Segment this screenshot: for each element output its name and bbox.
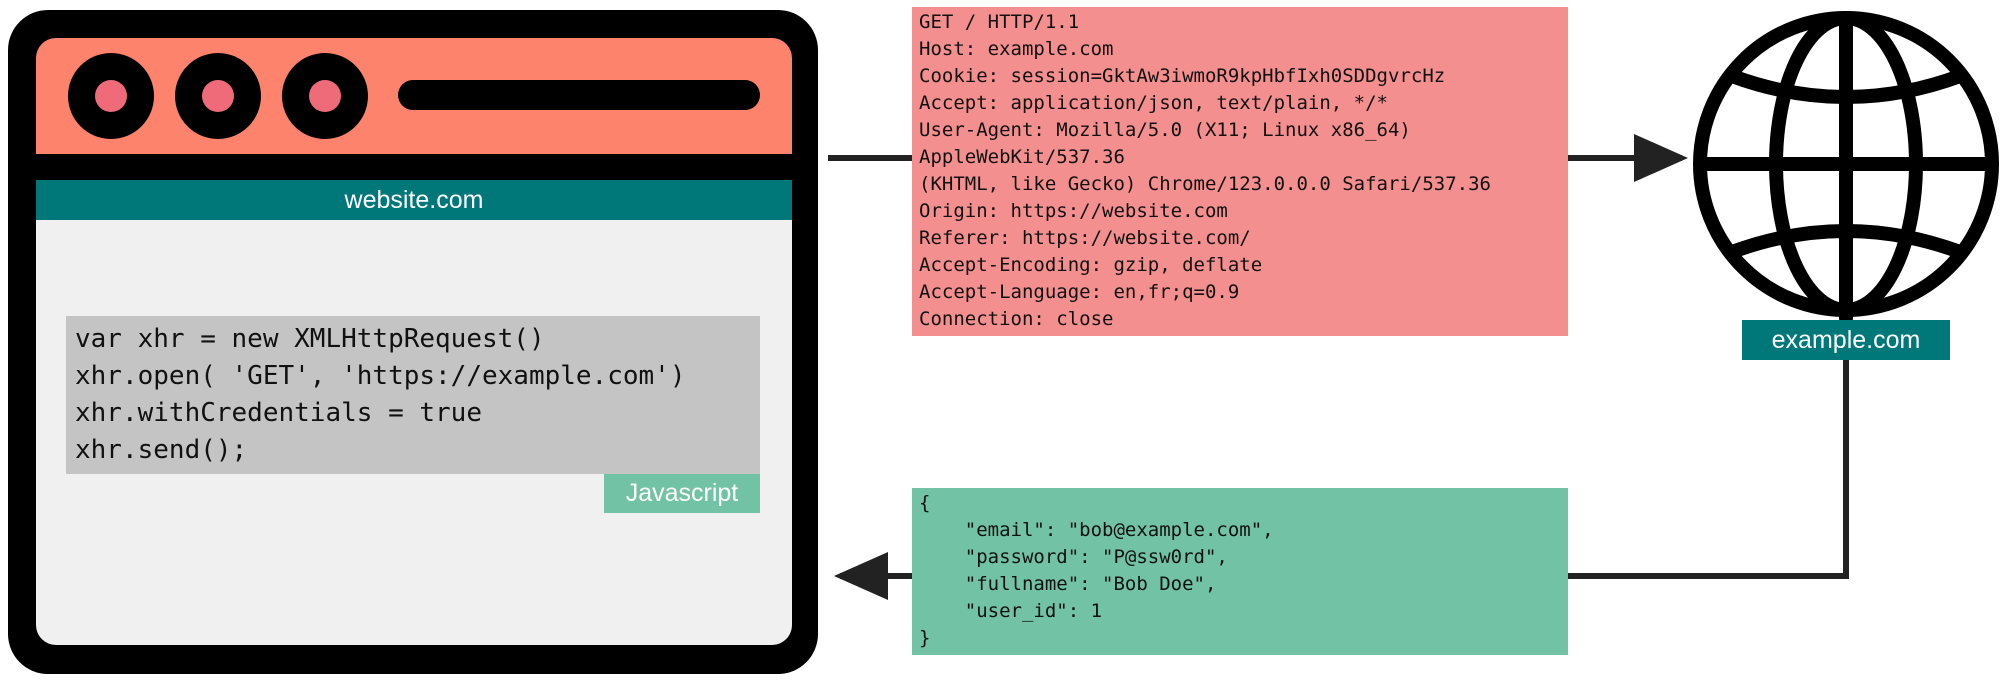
response-line: } xyxy=(919,627,931,649)
http-request-panel: GET / HTTP/1.1 Host: example.com Cookie:… xyxy=(912,7,1568,336)
code-line: xhr.open( 'GET', 'https://example.com') xyxy=(75,361,686,391)
request-line: Accept: application/json, text/plain, */… xyxy=(919,92,1388,114)
request-line: Accept-Language: en,fr;q=0.9 xyxy=(919,281,1240,303)
response-line: { xyxy=(919,492,931,514)
request-line: AppleWebKit/537.36 xyxy=(919,146,1125,168)
response-line: "user_id": 1 xyxy=(919,600,1103,622)
request-line: Host: example.com xyxy=(919,38,1114,60)
code-line: var xhr = new XMLHttpRequest() xyxy=(75,324,545,354)
response-connector-line xyxy=(1568,360,1849,579)
window-dot-icon xyxy=(175,53,261,139)
request-line: User-Agent: Mozilla/5.0 (X11; Linux x86_… xyxy=(919,119,1411,141)
request-line: Accept-Encoding: gzip, deflate xyxy=(919,254,1263,276)
code-line: xhr.withCredentials = true xyxy=(75,398,482,428)
request-line: GET / HTTP/1.1 xyxy=(919,11,1080,33)
window-dot-icon xyxy=(68,53,154,139)
response-line: "password": "P@ssw0rd", xyxy=(919,546,1228,568)
window-dot-icon xyxy=(282,53,368,139)
response-line: "email": "bob@example.com", xyxy=(919,519,1274,541)
address-bar xyxy=(398,80,760,110)
code-block: var xhr = new XMLHttpRequest() xhr.open(… xyxy=(66,316,760,474)
code-line: xhr.send(); xyxy=(75,435,248,465)
globe-icon xyxy=(1693,11,1999,325)
code-language-tag: Javascript xyxy=(604,474,760,513)
request-line: Origin: https://website.com xyxy=(919,200,1228,222)
request-line: (KHTML, like Gecko) Chrome/123.0.0.0 Saf… xyxy=(919,173,1491,195)
http-response-panel: { "email": "bob@example.com", "password"… xyxy=(912,488,1568,655)
site-label: website.com xyxy=(36,180,792,220)
response-line: "fullname": "Bob Doe", xyxy=(919,573,1217,595)
request-line: Referer: https://website.com/ xyxy=(919,227,1251,249)
request-line: Connection: close xyxy=(919,308,1114,330)
server-label: example.com xyxy=(1742,320,1950,360)
request-line: Cookie: session=GktAw3iwmoR9kpHbfIxh0SDD… xyxy=(919,65,1446,87)
